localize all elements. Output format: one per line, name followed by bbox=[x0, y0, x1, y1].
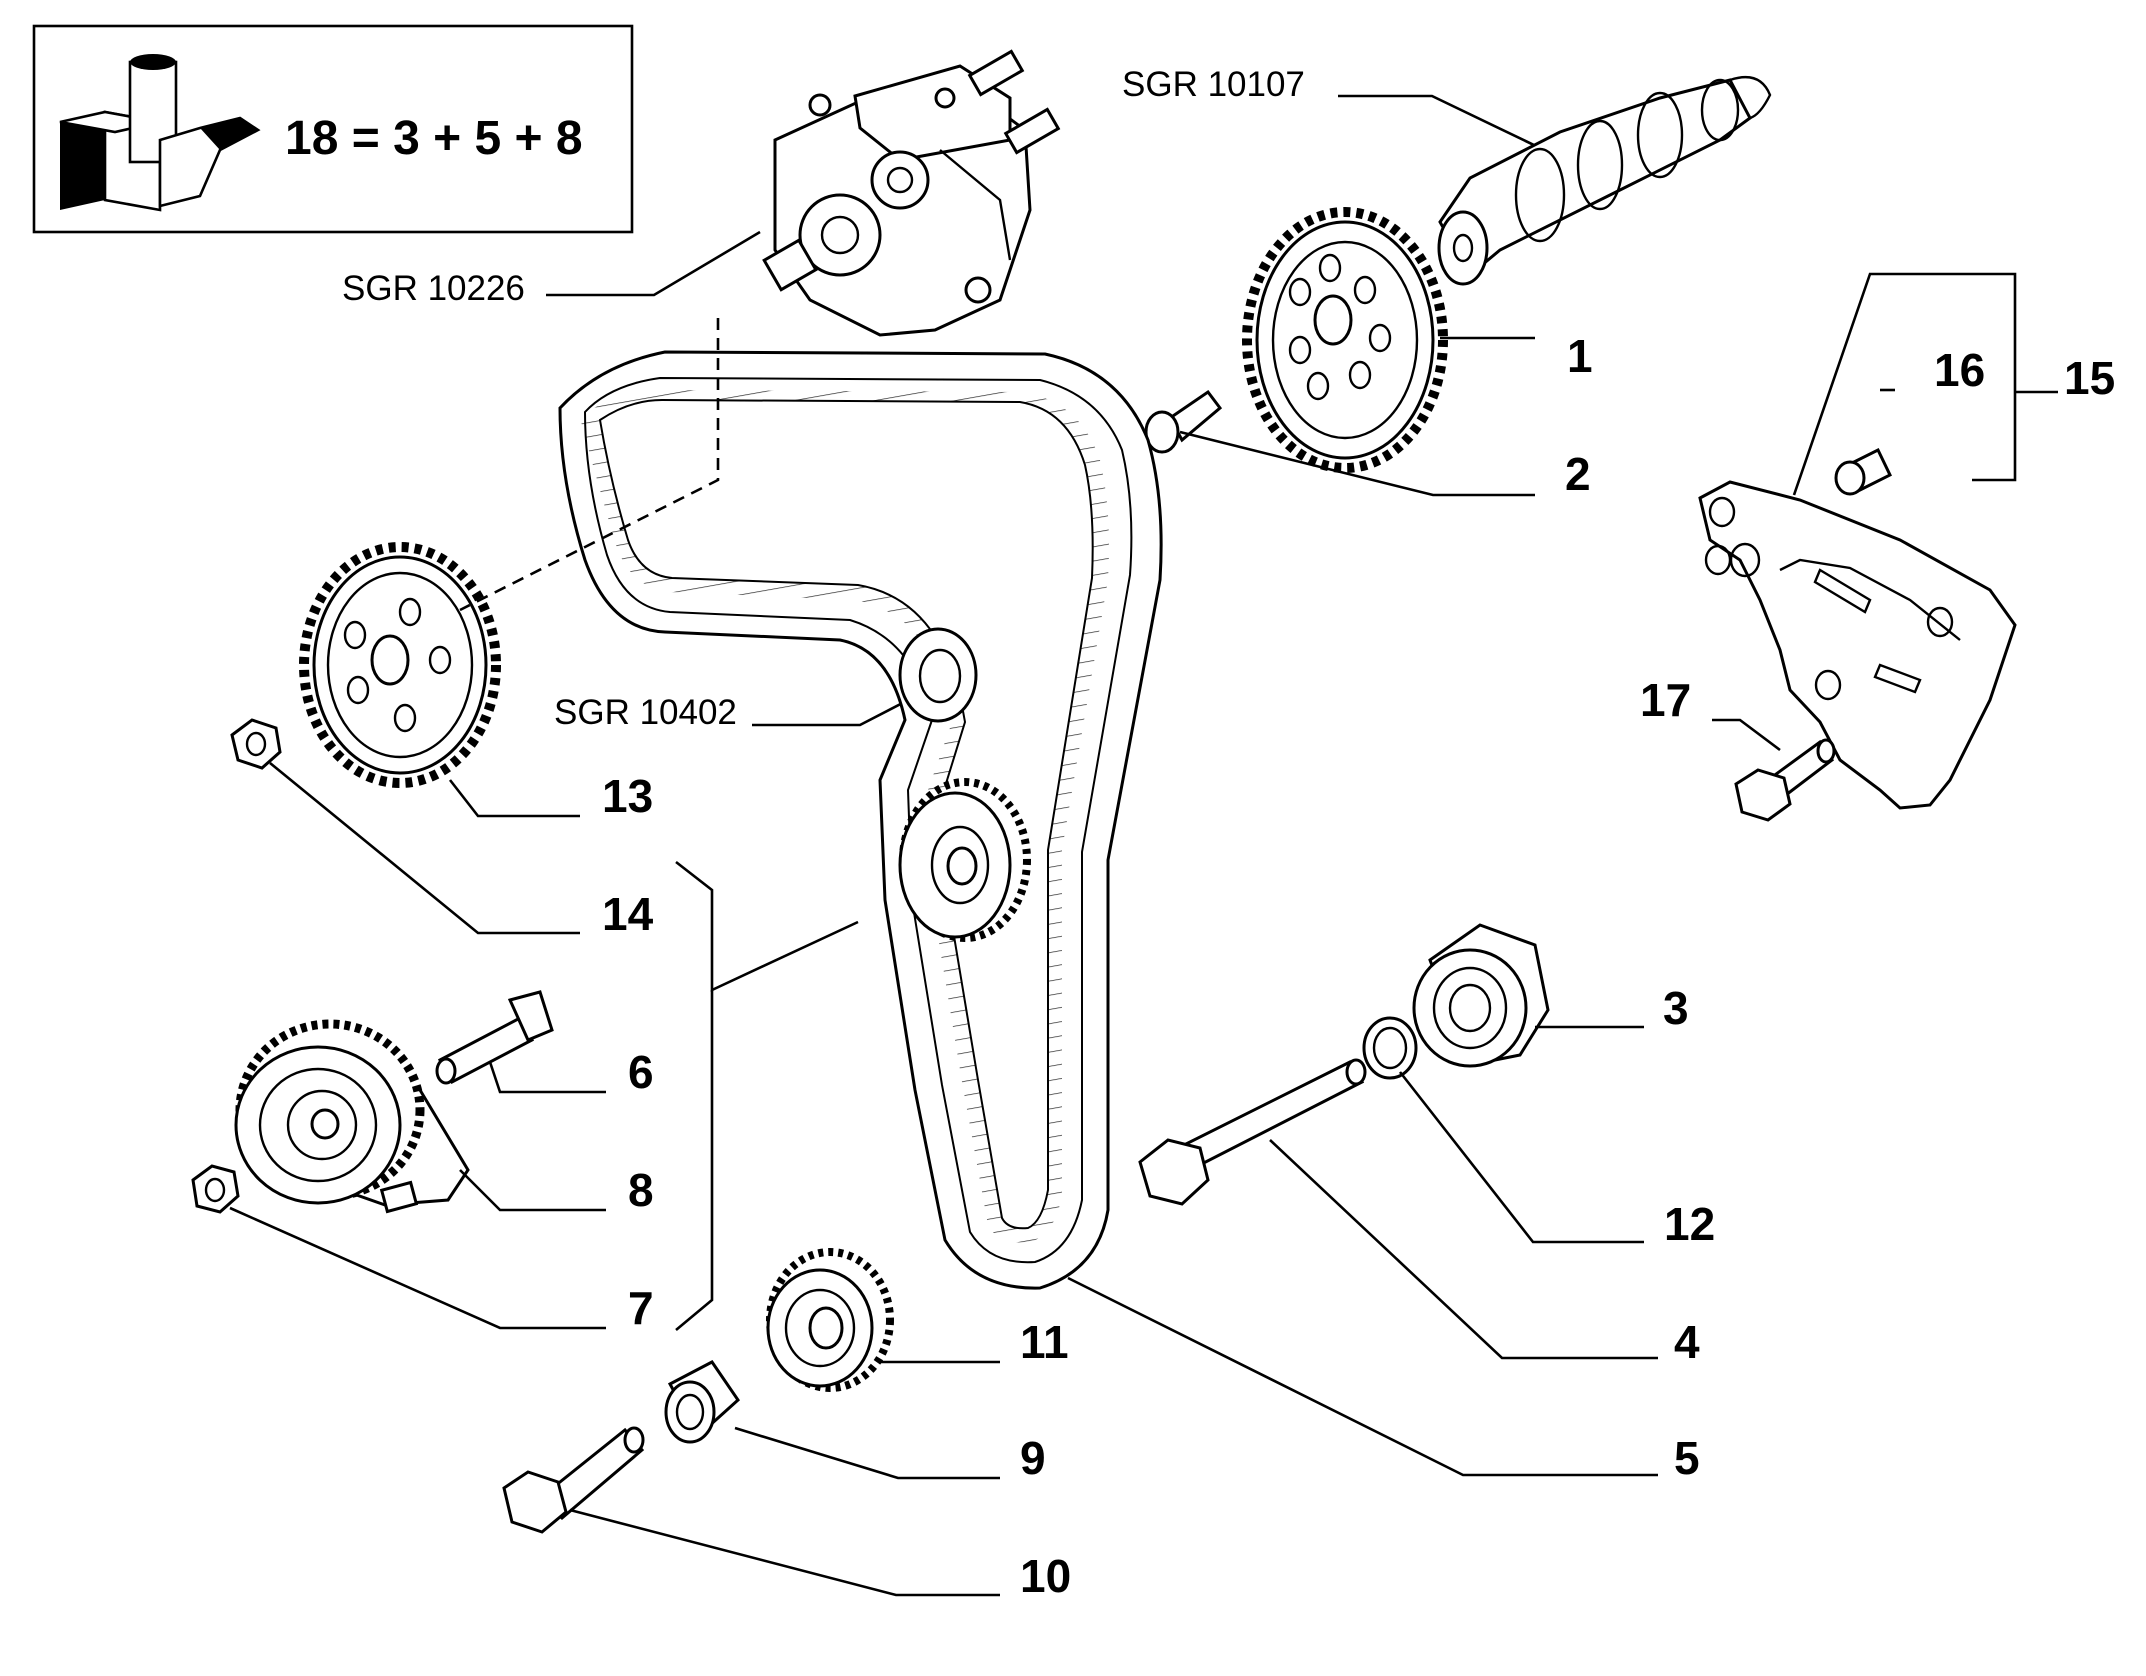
callout-11: 11 bbox=[1020, 1316, 1069, 1368]
bolt-4 bbox=[1138, 1058, 1367, 1206]
camshaft bbox=[1437, 75, 1772, 286]
callout-3: 3 bbox=[1663, 982, 1689, 1034]
ref-sgr-10402: SGR 10402 bbox=[554, 693, 737, 732]
spacer-9 bbox=[664, 1360, 740, 1444]
injection-pump bbox=[762, 49, 1061, 337]
callout-2: 2 bbox=[1565, 448, 1591, 500]
callout-1: 1 bbox=[1567, 330, 1593, 382]
bolt-2 bbox=[1144, 389, 1223, 454]
callout-5: 5 bbox=[1674, 1432, 1700, 1484]
callout-16: 16 bbox=[1934, 344, 1985, 396]
timing-cover-15 bbox=[1698, 480, 2017, 810]
timing-belt bbox=[558, 350, 1163, 1290]
belt-tensioner-pulley bbox=[898, 778, 1031, 942]
nut-7 bbox=[191, 1164, 240, 1214]
callout-leaders bbox=[229, 336, 1895, 1597]
nut-14 bbox=[230, 718, 282, 770]
kit-formula: 18 = 3 + 5 + 8 bbox=[285, 112, 583, 165]
pump-pulley bbox=[299, 542, 501, 788]
crank-pulley-11 bbox=[766, 1248, 894, 1392]
callout-13: 13 bbox=[602, 770, 653, 822]
kit-logo-icon bbox=[59, 54, 261, 212]
camshaft-pulley bbox=[1242, 207, 1448, 473]
callout-12: 12 bbox=[1664, 1198, 1715, 1250]
callout-10: 10 bbox=[1020, 1550, 1071, 1602]
bolt-17 bbox=[1734, 738, 1836, 822]
callout-6: 6 bbox=[628, 1046, 654, 1098]
callout-9: 9 bbox=[1020, 1432, 1046, 1484]
callout-7: 7 bbox=[628, 1282, 654, 1334]
kit-box: 18 = 3 + 5 + 8 bbox=[32, 24, 634, 234]
sleeve-16 bbox=[1834, 447, 1892, 496]
callout-4: 4 bbox=[1674, 1316, 1700, 1368]
ref-sgr-10107: SGR 10107 bbox=[1122, 65, 1305, 104]
callout-8: 8 bbox=[628, 1164, 654, 1216]
belt-idler-roller bbox=[898, 627, 978, 723]
washer-12 bbox=[1362, 1016, 1418, 1080]
bolt-10 bbox=[502, 1426, 645, 1534]
ref-sgr-10226: SGR 10226 bbox=[342, 269, 525, 308]
callout-17: 17 bbox=[1640, 674, 1691, 726]
callout-14: 14 bbox=[602, 888, 654, 940]
idler-roller-3 bbox=[1412, 923, 1550, 1068]
stud-bolt-6 bbox=[435, 990, 554, 1085]
callout-15: 15 bbox=[2064, 352, 2115, 404]
tensioner-8 bbox=[234, 1019, 470, 1214]
